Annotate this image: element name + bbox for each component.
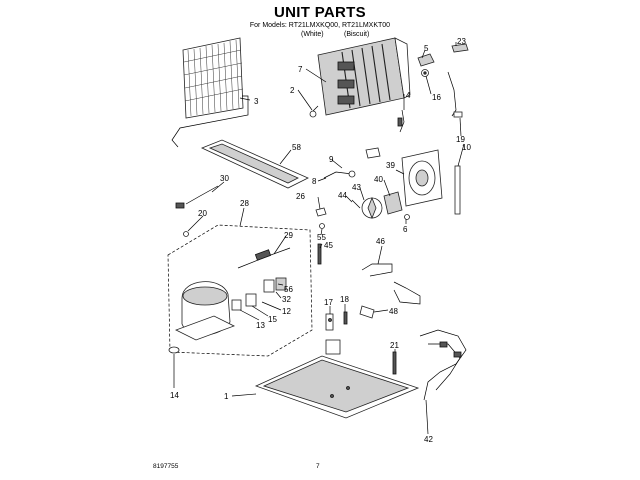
callout-3: 3 bbox=[254, 97, 259, 106]
callout-45: 45 bbox=[324, 241, 333, 250]
part-14 bbox=[168, 346, 180, 354]
part-19 bbox=[447, 71, 463, 118]
callout-7: 7 bbox=[298, 65, 303, 74]
callout-2: 2 bbox=[290, 86, 295, 95]
callout-4: 4 bbox=[406, 91, 411, 100]
part-compressor-assembly bbox=[167, 224, 313, 357]
callout-14: 14 bbox=[170, 391, 179, 400]
callout-46: 46 bbox=[376, 237, 385, 246]
part-condenser bbox=[171, 37, 249, 148]
color-biscuit: (Biscuit) bbox=[344, 31, 370, 38]
callout-23: 23 bbox=[457, 37, 466, 46]
doc-number: 8197755 bbox=[153, 463, 179, 470]
callout-16: 16 bbox=[432, 93, 441, 102]
callout-labels: 3 7 2 5 23 16 4 19 10 58 9 8 39 40 43 44… bbox=[170, 37, 471, 444]
part-fan-shroud bbox=[401, 149, 443, 207]
callout-9: 9 bbox=[329, 155, 334, 164]
color-white: (White) bbox=[301, 31, 324, 38]
callout-58: 58 bbox=[292, 143, 301, 152]
callout-32: 32 bbox=[282, 295, 291, 304]
callout-1: 1 bbox=[224, 392, 229, 401]
callout-44: 44 bbox=[338, 191, 347, 200]
callout-13: 13 bbox=[256, 321, 265, 330]
part-screw-2 bbox=[309, 105, 319, 118]
callout-8: 8 bbox=[312, 177, 317, 186]
part-21 bbox=[392, 351, 397, 375]
callout-30: 30 bbox=[220, 174, 229, 183]
part-55 bbox=[319, 223, 325, 229]
part-30 bbox=[175, 185, 219, 209]
part-9 bbox=[365, 147, 381, 159]
part-5 bbox=[417, 53, 435, 67]
callout-28: 28 bbox=[240, 199, 249, 208]
callout-43: 43 bbox=[352, 183, 361, 192]
callout-26: 26 bbox=[296, 192, 305, 201]
part-46 bbox=[361, 263, 421, 305]
part-drain-tray bbox=[200, 139, 309, 189]
callout-48: 48 bbox=[389, 307, 398, 316]
callout-39: 39 bbox=[386, 161, 395, 170]
page-title: UNIT PARTS bbox=[274, 4, 366, 21]
callout-19: 19 bbox=[456, 135, 465, 144]
part-fan-motor bbox=[351, 191, 403, 220]
callout-40: 40 bbox=[374, 175, 383, 184]
callout-21: 21 bbox=[390, 341, 399, 350]
callout-12: 12 bbox=[282, 307, 291, 316]
callout-42: 42 bbox=[424, 435, 433, 444]
part-8 bbox=[323, 170, 356, 179]
part-17 bbox=[325, 313, 334, 331]
callout-15: 15 bbox=[268, 315, 277, 324]
models-line: For Models: RT21LMXKQ00, RT21LMXKT00 bbox=[249, 22, 391, 29]
callout-5: 5 bbox=[424, 44, 429, 53]
callout-17: 17 bbox=[324, 298, 333, 307]
callout-29: 29 bbox=[284, 231, 293, 240]
callout-18: 18 bbox=[340, 295, 349, 304]
page-number: 7 bbox=[316, 463, 320, 470]
part-evaporator bbox=[317, 37, 411, 116]
part-45 bbox=[317, 243, 322, 265]
part-20 bbox=[183, 231, 189, 237]
leader-lines bbox=[173, 42, 465, 435]
part-base-plate bbox=[254, 339, 420, 419]
callout-55: 55 bbox=[317, 233, 326, 242]
part-6 bbox=[404, 214, 410, 220]
callout-6: 6 bbox=[403, 225, 408, 234]
part-16 bbox=[421, 69, 429, 77]
part-10 bbox=[454, 165, 461, 215]
callout-56: 56 bbox=[284, 285, 293, 294]
part-26 bbox=[315, 207, 327, 217]
callout-10: 10 bbox=[462, 143, 471, 152]
callout-20: 20 bbox=[198, 209, 207, 218]
part-4 bbox=[397, 109, 405, 133]
part-42 bbox=[419, 329, 467, 401]
part-18 bbox=[343, 311, 348, 325]
part-48 bbox=[359, 305, 375, 319]
